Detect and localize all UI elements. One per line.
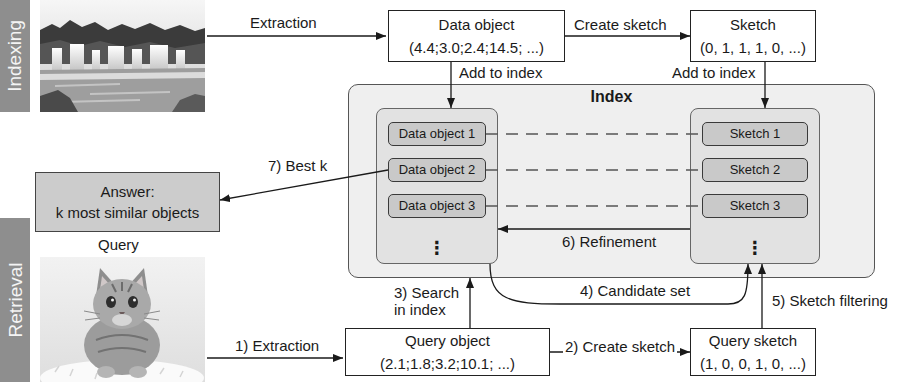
- flow-arrow: [220, 170, 388, 200]
- illustration-part: [93, 279, 151, 329]
- node-title: Retrieval: [4, 263, 26, 338]
- edge-label: 7) Best k: [266, 157, 329, 174]
- record-box: Sketch 3: [702, 194, 808, 218]
- process-box: Sketch (0, 1, 1, 1, 0, ...): [690, 10, 816, 62]
- node-text: k most similar objects: [56, 204, 199, 221]
- store-column: ⋮ Data object 1 Data object 2 Data object 3: [376, 108, 498, 264]
- record-box: Data object 3: [388, 194, 486, 218]
- illustration-part: [40, 0, 205, 112]
- waterfall-photo: [40, 0, 205, 112]
- illustration-part: [84, 311, 160, 320]
- node-title: Data object 1: [399, 127, 476, 142]
- edge-label: 3) Search in index: [392, 284, 464, 319]
- record-box: Data object 1: [388, 122, 486, 146]
- node-title: ⋮: [746, 238, 764, 259]
- flow-arrow: [761, 264, 762, 328]
- illustration-part: [106, 296, 116, 308]
- node-text: (1, 0, 0, 1, 0, ...): [700, 355, 806, 372]
- node-title: Index: [591, 88, 633, 106]
- process-box: Query object (2.1;1.8;3.2;10.1; ...): [345, 328, 550, 376]
- edge-label: 5) Sketch filtering: [770, 292, 890, 309]
- illustration-part: [207, 35, 386, 36]
- result-box: Answer: k most similar objects: [35, 172, 220, 232]
- section-band: Retrieval: [0, 218, 30, 382]
- node-title: Answer:: [100, 183, 154, 200]
- flow-arrow: [469, 278, 470, 328]
- dashed-link: [486, 133, 702, 134]
- free-label: Extraction: [248, 14, 319, 31]
- node-title: Data object 3: [399, 199, 476, 214]
- store-column: ⋮ Sketch 1 Sketch 2 Sketch 3: [690, 108, 820, 264]
- illustration-part: [40, 72, 205, 80]
- node-title: Sketch 3: [730, 199, 781, 214]
- illustration-part: [172, 94, 205, 112]
- illustration-part: [112, 282, 132, 292]
- edge-label: Add to index: [457, 64, 544, 81]
- illustration-part: [40, 68, 205, 112]
- flow-arrow: [498, 228, 690, 229]
- node-text: (2.1;1.8;3.2;10.1; ...): [380, 355, 515, 372]
- node-title: Sketch 1: [730, 127, 781, 142]
- flow-arrow: [764, 62, 765, 108]
- node-title: Data object 2: [399, 163, 476, 178]
- illustration-part: [111, 299, 114, 302]
- record-box: Sketch 2: [702, 158, 808, 182]
- node-text: (0, 1, 1, 1, 0, ...): [700, 39, 806, 56]
- flow-arrow: [450, 62, 451, 108]
- node-text: (4.4;3.0;2.4;14.5; ...): [409, 39, 544, 56]
- illustration-part: [40, 90, 78, 112]
- node-title: Data object: [439, 16, 515, 33]
- edge-label: Create sketch: [572, 16, 669, 33]
- illustration-part: [207, 357, 343, 358]
- illustration-part: [112, 314, 132, 326]
- node-title: Sketch: [730, 16, 776, 33]
- node-title: ⋮: [428, 238, 446, 259]
- illustration-part: [84, 315, 160, 375]
- edge-label: 2) Create sketch: [563, 338, 677, 355]
- illustration-part: [96, 335, 148, 352]
- record-box: Data object 2: [388, 158, 486, 182]
- edge-label: 6) Refinement: [560, 233, 658, 250]
- process-box: Query sketch (1, 0, 0, 1, 0, ...): [690, 328, 816, 376]
- dashed-link: [486, 205, 702, 206]
- illustration-part: [40, 257, 205, 382]
- node-title: Indexing: [4, 20, 26, 92]
- node-title: Query object: [405, 332, 490, 349]
- free-label: Query: [96, 236, 141, 253]
- flow-arrow: [490, 264, 748, 304]
- edge-label: Add to index: [670, 64, 757, 81]
- node-title: Query sketch: [709, 332, 797, 349]
- section-band: Indexing: [0, 0, 30, 112]
- dashed-link: [486, 169, 702, 170]
- free-label: 1) Extraction: [233, 337, 321, 354]
- process-box: Data object (4.4;3.0;2.4;14.5; ...): [388, 10, 565, 62]
- illustration-part: [97, 366, 115, 378]
- record-box: Sketch 1: [702, 122, 808, 146]
- illustration-part: [129, 366, 147, 378]
- illustration-part: [133, 299, 136, 302]
- edge-label: 4) Candidate set: [578, 282, 692, 299]
- node-title: Sketch 2: [730, 163, 781, 178]
- illustration-part: [128, 296, 138, 308]
- illustration-part: [55, 84, 170, 102]
- kitten-photo: [40, 257, 205, 382]
- flow-arrow: [565, 35, 690, 36]
